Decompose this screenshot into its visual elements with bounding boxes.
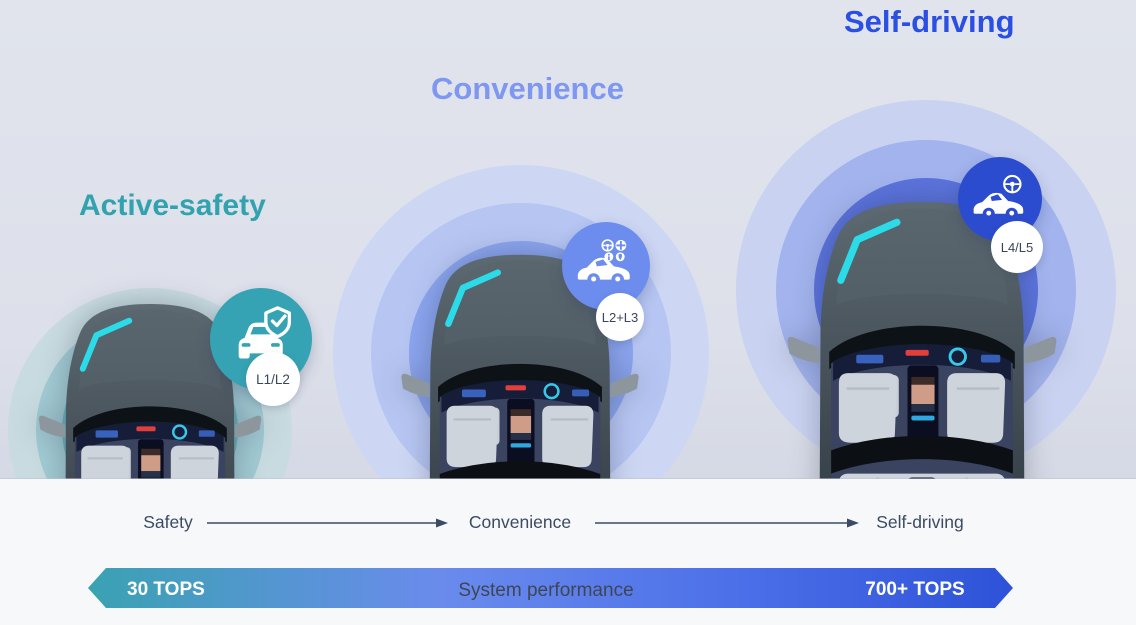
level-chip-label: L1/L2 — [256, 371, 290, 387]
arrow-right-icon — [847, 518, 859, 528]
car-driver-assist-icon — [578, 239, 631, 285]
performance-gradient-bar — [88, 568, 1013, 608]
bar-center-label: System performance — [458, 580, 634, 601]
badge-convenience — [562, 222, 650, 310]
arrow-right-icon — [436, 518, 448, 528]
level-chip-l2-l3: L2+L3 — [596, 293, 644, 341]
car-autopilot-steering-icon — [973, 174, 1023, 218]
scene-background: L1/L2 Active-safety — [0, 0, 1136, 479]
timeline-label-self-driving: Self-driving — [876, 512, 964, 532]
stage-title-convenience: Convenience — [431, 71, 624, 106]
timeline-arrows — [207, 518, 859, 528]
stage-title-self-driving: Self-driving — [844, 4, 1015, 39]
timeline-label-convenience: Convenience — [468, 512, 572, 532]
level-chip-label: L4/L5 — [1000, 239, 1034, 255]
stage-title-active-safety: Active-safety — [79, 189, 266, 222]
level-chip-label: L2+L3 — [601, 309, 639, 325]
level-chip-l1-l2: L1/L2 — [246, 352, 300, 406]
bar-left-value: 30 TOPS — [127, 579, 205, 600]
timeline-label-safety: Safety — [143, 512, 193, 532]
level-chip-l4-l5: L4/L5 — [991, 221, 1043, 273]
car-shield-icon — [238, 306, 292, 359]
bar-right-value: 700+ TOPS — [865, 579, 965, 600]
